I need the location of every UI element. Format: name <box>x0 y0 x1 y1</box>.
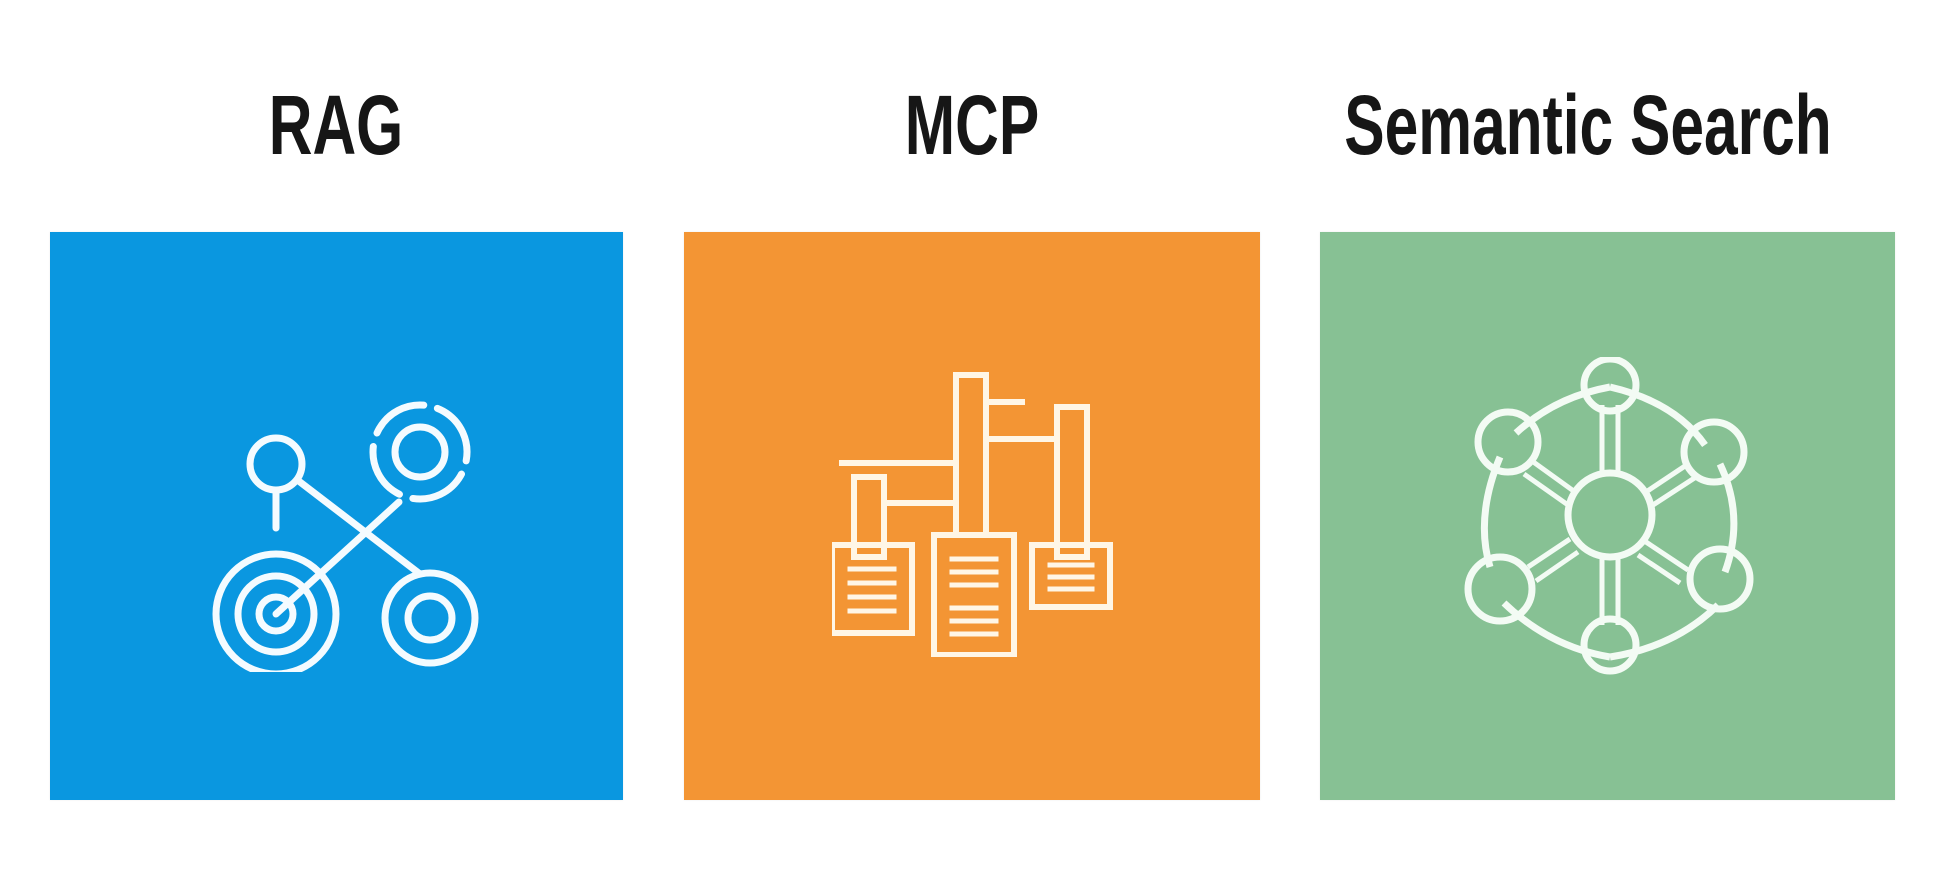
title-semantic-search: Semantic Search <box>1344 78 1832 172</box>
title-rag: RAG <box>268 78 404 172</box>
semantic-graph-hub-icon <box>1464 357 1754 675</box>
mcp-panel <box>684 232 1260 800</box>
title-mcp: MCP <box>904 78 1040 172</box>
semantic-search-panel <box>1320 232 1895 800</box>
mcp-document-hierarchy-icon <box>832 372 1113 657</box>
rag-network-target-icon <box>212 401 479 672</box>
rag-panel <box>50 232 623 800</box>
